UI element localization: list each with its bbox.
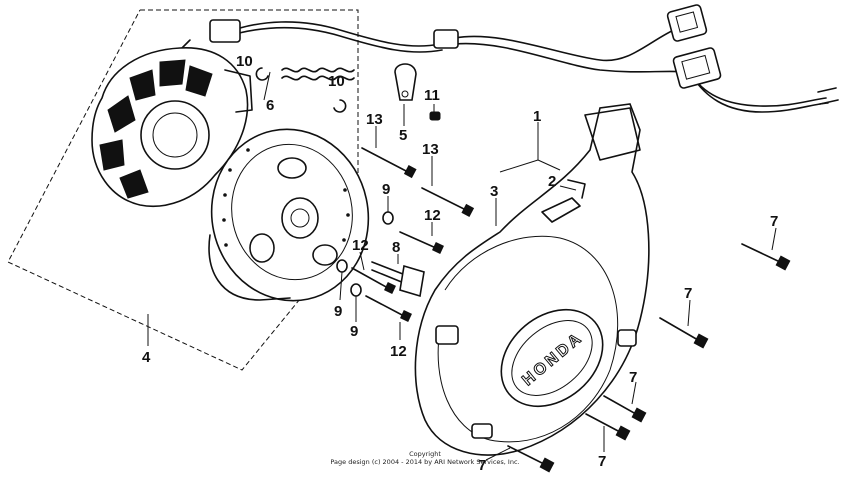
callout-12-c: 12 <box>390 343 407 360</box>
callout-5: 5 <box>399 127 407 144</box>
crankcase-cover: HONDA <box>414 103 650 456</box>
callout-1: 1 <box>533 108 541 125</box>
callout-13-b: 13 <box>422 141 439 158</box>
callout-labels: 1 2 3 4 5 6 7 7 7 7 7 8 9 9 9 10 10 11 1… <box>142 53 778 474</box>
callout-8: 8 <box>392 239 400 256</box>
bolt-7-low-a <box>603 395 647 423</box>
callout-9-a: 9 <box>382 181 390 198</box>
wire-terminals <box>817 87 839 105</box>
leader-lines <box>147 71 777 461</box>
callout-2: 2 <box>548 173 556 190</box>
callout-7-right: 7 <box>770 213 778 230</box>
bolt-13-lower <box>421 187 475 217</box>
bolt-7-right <box>741 243 791 271</box>
callout-11: 11 <box>424 87 440 104</box>
callout-9-b: 9 <box>334 303 342 320</box>
bolt-12-middle <box>351 267 396 294</box>
callout-10-a: 10 <box>236 53 253 70</box>
wire-clamp <box>394 63 417 101</box>
bolt-7-low-b <box>585 413 631 441</box>
connector-plug-upper <box>666 4 708 42</box>
cover-small-bracket <box>541 179 586 223</box>
footer-line-2: Page design (c) 2004 - 2014 by ARI Netwo… <box>330 458 519 466</box>
callout-7-low-a: 7 <box>629 369 637 386</box>
plug-bolt-8 <box>371 261 425 298</box>
callout-6: 6 <box>266 97 274 114</box>
stator-coil <box>91 47 253 207</box>
footer-copyright: Copyright Page design (c) 2004 - 2014 by… <box>330 450 519 466</box>
wiring-harness <box>149 19 829 113</box>
bolt-12-upper <box>399 231 444 254</box>
callout-4: 4 <box>142 349 151 366</box>
connector-plug-lower <box>672 47 722 89</box>
callout-10-b: 10 <box>328 73 345 90</box>
footer-line-1: Copyright <box>409 450 441 458</box>
callout-3: 3 <box>490 183 498 200</box>
bolt-13-upper <box>361 147 417 179</box>
callout-12-b: 12 <box>352 237 369 254</box>
spring-set <box>255 67 355 113</box>
callout-12-a: 12 <box>424 207 441 224</box>
callout-7-bottom: 7 <box>478 457 486 474</box>
bolt-12-lower <box>365 295 412 322</box>
callout-9-c: 9 <box>350 323 358 340</box>
flywheel-rotor <box>208 128 370 302</box>
callout-7-low-b: 7 <box>598 453 606 470</box>
bolt-7-bottom <box>507 445 555 473</box>
callout-13-a: 13 <box>366 111 383 128</box>
screw-11 <box>429 111 441 121</box>
assembly-bracket <box>7 9 359 371</box>
bolt-7-mid <box>659 317 709 349</box>
callout-7-mid: 7 <box>684 285 692 302</box>
